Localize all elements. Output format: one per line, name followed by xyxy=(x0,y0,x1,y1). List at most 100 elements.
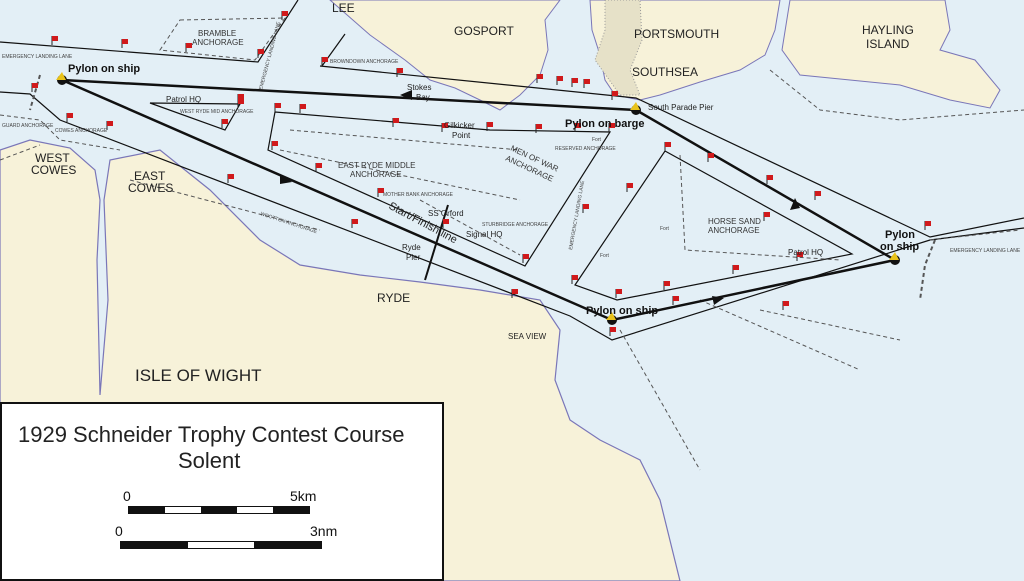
label-ss-orford: SS Orford xyxy=(428,209,464,218)
buoy-flag-icon xyxy=(237,99,244,108)
buoy-flag-icon xyxy=(351,219,358,228)
place-southsea: SOUTHSEA xyxy=(632,65,698,79)
pylon-icon xyxy=(606,312,617,325)
label-guard-anchorage: GUARD ANCHORAGE xyxy=(2,123,54,129)
hayling-island xyxy=(781,0,1001,109)
label-west-ryde-anchorage: WEST RYDE MID ANCHORAGE xyxy=(180,109,254,115)
place-east-cowes: EAST xyxy=(134,169,166,183)
buoy-flag-icon xyxy=(396,68,403,77)
label-emergency-lane: EMERGENCY LANDING LANE xyxy=(950,248,1021,254)
buoy-flag-icon xyxy=(782,301,789,310)
label-pylon-east-2: on ship xyxy=(880,241,919,253)
buoy-flag-icon xyxy=(31,83,38,92)
place-east-cowes-2: COWES xyxy=(128,181,173,195)
buoy-flag-icon xyxy=(271,141,278,150)
buoy-flag-icon xyxy=(663,281,670,290)
map-legend: 1929 Schneider Trophy Contest Course Sol… xyxy=(0,402,444,581)
arrow-icon xyxy=(400,90,412,100)
buoy-flag-icon xyxy=(583,79,590,88)
buoy-flag-icon xyxy=(615,289,622,298)
label-pylon-west: Pylon on ship xyxy=(68,63,140,75)
pylon-icon xyxy=(56,72,67,85)
label-browndown-anchorage: BROWNDOWN ANCHORAGE xyxy=(330,59,399,65)
buoy-flag-icon xyxy=(672,296,679,305)
label-signal-hq: Signal HQ xyxy=(466,230,502,239)
start-finish-line xyxy=(424,204,449,281)
label-stokes-bay: Stokes xyxy=(407,83,431,92)
course-arrows xyxy=(280,90,800,305)
label-mother-bank-anchorage: MOTHER BANK ANCHORAGE xyxy=(383,192,454,198)
buoy-flag-icon xyxy=(299,104,306,113)
buoy-flags xyxy=(31,11,931,336)
label-stokes-bay-2: Bay xyxy=(416,93,430,102)
scale-km-end: 5km xyxy=(290,488,317,504)
label-fort: Fort xyxy=(592,137,602,143)
legend-subtitle: Solent xyxy=(178,448,241,473)
label-cowes-anchorage: COWES ANCHORAGE xyxy=(55,128,108,134)
label-reserved-anchorage: RESERVED ANCHORAGE xyxy=(555,146,616,152)
buoy-flag-icon xyxy=(281,11,288,20)
place-sea-view: SEA VIEW xyxy=(508,332,547,341)
place-hayling: HAYLING xyxy=(862,23,914,37)
buoy-flag-icon xyxy=(66,113,73,122)
arrow-icon xyxy=(790,198,800,210)
pylon-markers xyxy=(56,72,900,325)
buoy-flag-icon xyxy=(535,124,542,133)
pylon-icon xyxy=(889,252,900,265)
mudflats-portsmouth xyxy=(594,0,643,96)
buoy-flag-icon xyxy=(732,265,739,274)
buoy-flag-icon xyxy=(511,289,518,298)
buoy-flag-icon xyxy=(571,275,578,284)
mainland-gosport xyxy=(329,0,561,111)
label-east-ryde-anchorage-2: ANCHORAGE xyxy=(350,170,402,179)
scale-km-start: 0 xyxy=(123,488,131,504)
label-patrol-hq-west: Patrol HQ xyxy=(166,95,201,104)
anchorage-boundaries xyxy=(0,17,1024,471)
buoy-flag-icon xyxy=(274,103,281,112)
pylon-icon xyxy=(630,102,641,115)
buoy-flag-icon xyxy=(556,76,563,85)
buoy-flag-icon xyxy=(574,123,581,132)
place-lee: LEE xyxy=(332,1,355,15)
buoy-flag-icon xyxy=(321,57,328,66)
buoy-flag-icon xyxy=(796,252,803,261)
label-east-ryde-anchorage: EAST RYDE MIDDLE xyxy=(338,161,416,170)
label-stourbridge-anchorage: STURBRIDGE ANCHORAGE xyxy=(482,222,549,228)
buoy-flag-icon xyxy=(442,219,449,228)
place-gosport: GOSPORT xyxy=(454,24,514,38)
scale-bar-km xyxy=(128,506,310,514)
buoy-flag-icon xyxy=(227,174,234,183)
buoy-flag-icon xyxy=(257,49,264,58)
label-horse-sand-anchorage: HORSE SAND xyxy=(708,217,761,226)
label-bramble-anchorage: BRAMBLE xyxy=(198,29,236,38)
buoy-flag-icon xyxy=(536,74,543,83)
buoy-flag-icon xyxy=(924,221,931,230)
buoy-flag-icon xyxy=(608,123,615,132)
buoy-flag-icon xyxy=(441,123,448,132)
label-bramble-anchorage-2: ANCHORAGE xyxy=(192,38,244,47)
buoy-flag-icon xyxy=(664,142,671,151)
place-ryde: RYDE xyxy=(377,291,410,305)
buoy-flag-icon xyxy=(626,183,633,192)
buoy-flag-icon xyxy=(106,121,113,130)
place-isle-of-wight: ISLE OF WIGHT xyxy=(135,366,262,385)
label-ryde-pier: Ryde xyxy=(402,243,421,252)
buoy-flag-icon xyxy=(611,91,618,100)
buoy-flag-icon xyxy=(763,212,770,221)
label-pylon-barge: Pylon on barge xyxy=(565,118,644,130)
label-fort: Fort xyxy=(600,253,610,259)
place-west-cowes-2: COWES xyxy=(31,163,76,177)
scale-bar-nm xyxy=(120,541,322,549)
buoy-flag-icon xyxy=(522,254,529,263)
label-horse-sand-anchorage-2: ANCHORAGE xyxy=(708,226,760,235)
label-emergency-lane: EMERGENCY LANDING LANE xyxy=(2,54,73,60)
place-portsmouth: PORTSMOUTH xyxy=(634,27,719,41)
buoy-flag-icon xyxy=(582,204,589,213)
buoy-flag-icon xyxy=(221,119,228,128)
buoy-flag-icon xyxy=(707,153,714,162)
legend-title: 1929 Schneider Trophy Contest Course xyxy=(18,422,405,447)
label-pylon-east: Pylon xyxy=(885,229,915,241)
buoy-flag-icon xyxy=(571,78,578,87)
label-gilkicker: Gilkicker xyxy=(444,121,475,130)
label-patrol-hq-east: Patrol HQ xyxy=(788,248,823,257)
